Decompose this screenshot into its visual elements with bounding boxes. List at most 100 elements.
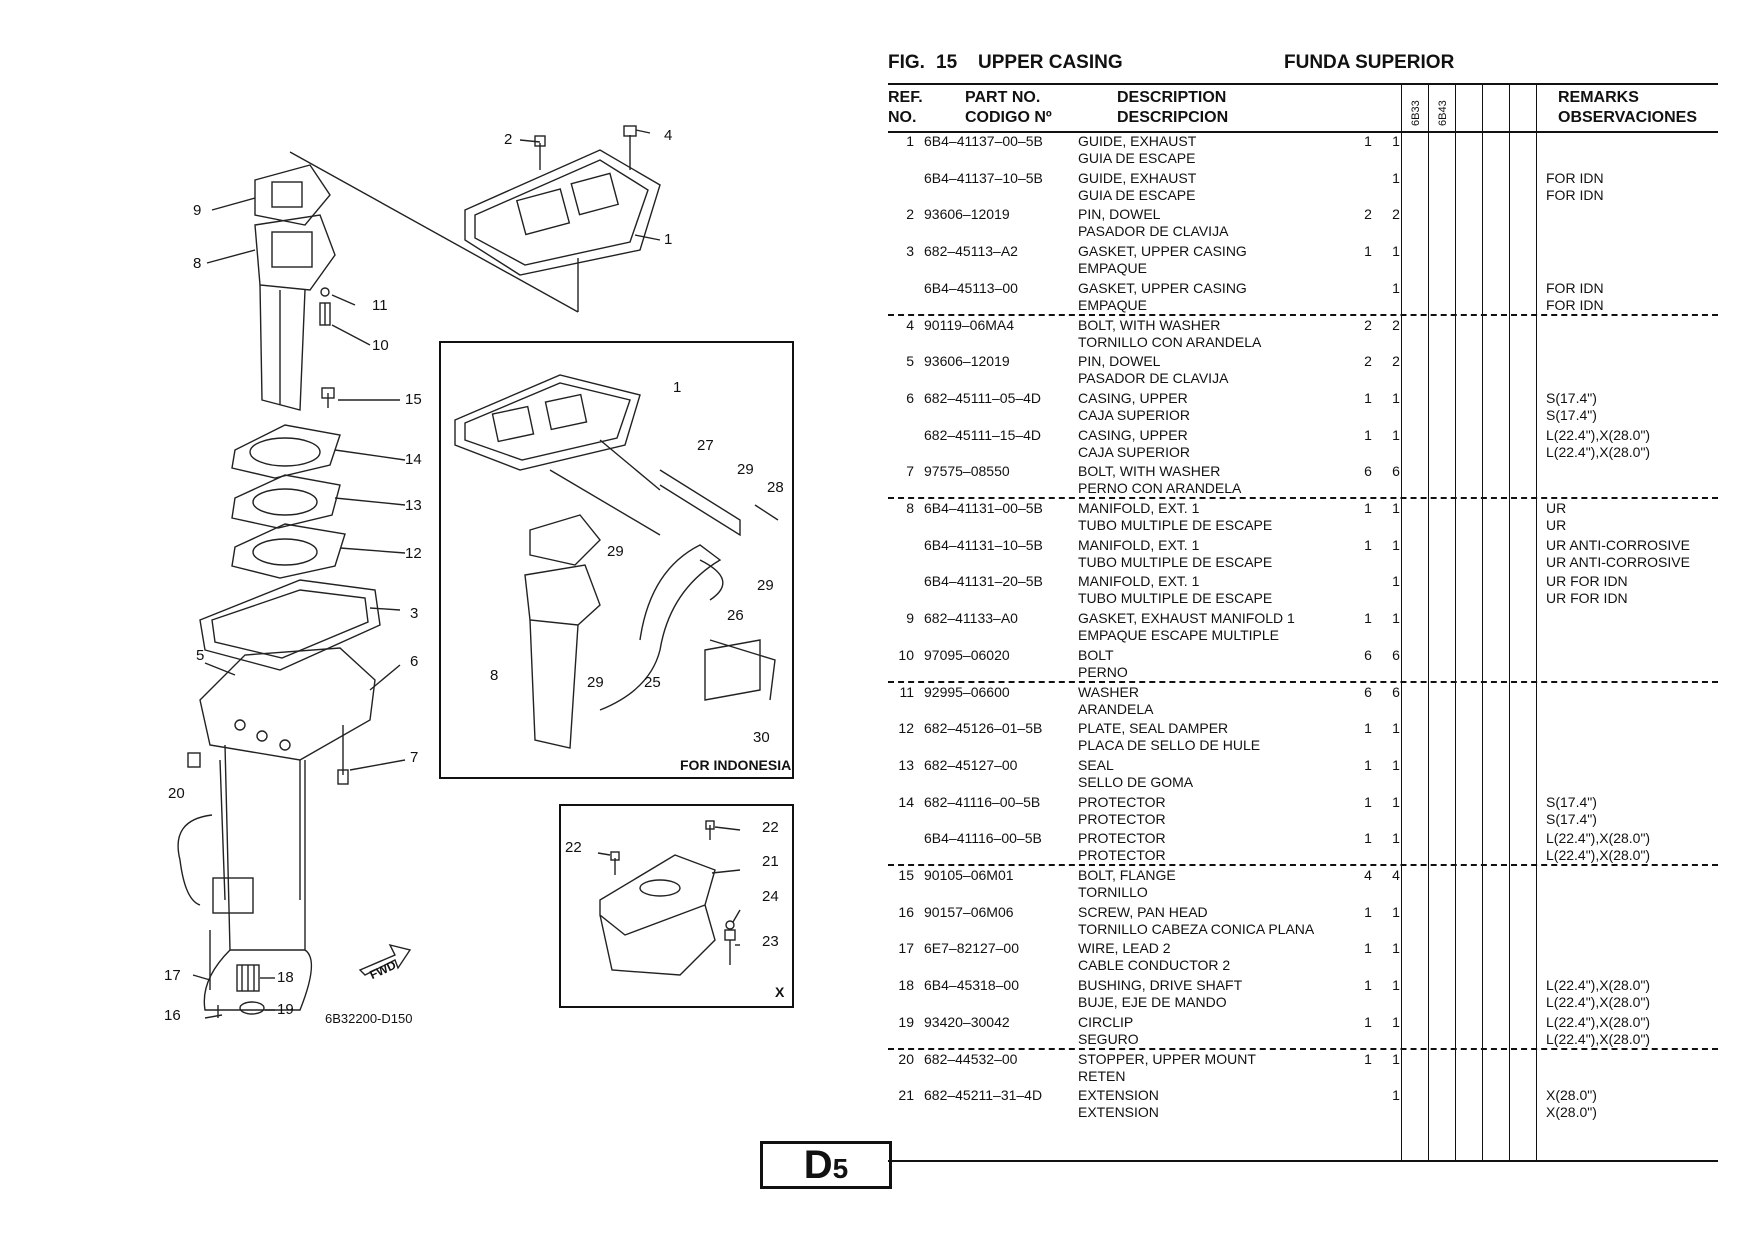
inset-callout-21: 21 xyxy=(762,853,779,870)
part-number-cell-line1: 682–45211–31–4D xyxy=(924,1087,1043,1104)
remarks-cell: S(17.4")S(17.4") xyxy=(1546,390,1716,424)
description-cell-line2: PERNO CON ARANDELA xyxy=(1078,480,1242,497)
header-bottom-rule xyxy=(888,131,1718,133)
qty-6b43-cell-line1: 1 xyxy=(1392,720,1400,737)
qty-6b43-cell-line1: 1 xyxy=(1392,903,1400,920)
qty-6b43-cell-line1: 1 xyxy=(1392,133,1400,149)
ref-cell-line1: 5 xyxy=(906,353,914,370)
qty-6b43-cell-line1: 1 xyxy=(1392,169,1400,186)
callout-5: 5 xyxy=(196,647,204,664)
qty-6b33-cell-line1: 2 xyxy=(1364,206,1372,223)
remarks-cell-line1: L(22.4"),X(28.0") xyxy=(1546,1013,1651,1030)
part-number-cell-line1: 682–44532–00 xyxy=(924,1050,1018,1067)
description-cell-line1: BOLT, WITH WASHER xyxy=(1078,316,1221,333)
description-cell-line1: PROTECTOR xyxy=(1078,830,1166,847)
qty-6b33-cell-line1: 1 xyxy=(1364,133,1372,149)
callout-2: 2 xyxy=(504,131,512,148)
description-cell-line1: MANIFOLD, EXT. 1 xyxy=(1078,500,1200,516)
inset-label-for-indonesia: FOR INDONESIA xyxy=(680,757,791,773)
page-letter: D xyxy=(803,1143,833,1187)
qty-6b33-cell: 6 xyxy=(1356,684,1380,701)
part-number-cell: 93606–12019 xyxy=(924,206,1074,223)
remarks-cell-line1: L(22.4"),X(28.0") xyxy=(1546,426,1651,443)
qty-6b33-cell-line1: 1 xyxy=(1364,793,1372,810)
callout-11: 11 xyxy=(372,297,388,314)
description-cell-line1: MANIFOLD, EXT. 1 xyxy=(1078,573,1200,590)
remarks-cell: L(22.4"),X(28.0")L(22.4"),X(28.0") xyxy=(1546,977,1716,1011)
part-number-cell-line1: 90119–06MA4 xyxy=(924,316,1015,333)
part-number-cell: 6B4–41131–20–5B xyxy=(924,573,1074,590)
description-cell-line1: PIN, DOWEL xyxy=(1078,206,1161,223)
description-cell-line1: EXTENSION xyxy=(1078,1087,1159,1104)
part-number-cell: 682–45127–00 xyxy=(924,757,1074,774)
qty-6b33-cell: 1 xyxy=(1356,133,1380,150)
description-cell-line1: GASKET, UPPER CASING xyxy=(1078,279,1247,296)
ref-cell: 4 xyxy=(888,317,914,334)
qty-6b33-cell: 1 xyxy=(1356,500,1380,517)
remarks-cell-line2: X(28.0") xyxy=(1546,1104,1597,1121)
group-separator xyxy=(888,497,1718,499)
qty-6b33-cell-line1: 2 xyxy=(1364,316,1372,333)
ref-cell: 21 xyxy=(888,1087,914,1104)
part-number-cell: 6B4–41137–10–5B xyxy=(924,170,1074,187)
ref-cell: 14 xyxy=(888,794,914,811)
part-number-cell-line1: 682–41116–00–5B xyxy=(924,793,1041,810)
qty-6b43-cell-line1: 1 xyxy=(1392,389,1400,406)
col-part-header: PART NO. CODIGO Nº xyxy=(965,88,1052,128)
qty-6b33-cell: 1 xyxy=(1356,757,1380,774)
qty-6b43-cell: 1 xyxy=(1384,133,1408,150)
part-number-cell: 682–45126–01–5B xyxy=(924,720,1074,737)
qty-6b43-cell: 2 xyxy=(1384,353,1408,370)
ref-cell-line1: 21 xyxy=(898,1087,914,1104)
part-number-cell-line1: 93606–12019 xyxy=(924,206,1010,223)
header-top-rule xyxy=(888,83,1718,85)
part-number-cell: 6B4–45318–00 xyxy=(924,977,1074,994)
qty-6b33-cell-line1: 1 xyxy=(1364,977,1372,994)
description-cell-line1: WIRE, LEAD 2 xyxy=(1078,940,1171,957)
qty-6b33-cell: 6 xyxy=(1356,463,1380,480)
part-number-cell: 682–45113–A2 xyxy=(924,243,1074,260)
part-number-cell-line1: 682–45127–00 xyxy=(924,756,1018,773)
col-remarks-line2: OBSERVACIONES xyxy=(1558,109,1697,126)
description-cell-line1: WASHER xyxy=(1078,683,1139,700)
col-model-6b43: 6B43 xyxy=(1437,100,1449,126)
qty-6b43-cell-line1: 1 xyxy=(1392,977,1400,994)
qty-6b43-cell-line1: 6 xyxy=(1392,683,1400,700)
qty-6b43-cell-line1: 1 xyxy=(1392,1013,1400,1030)
description-cell-line1: GASKET, EXHAUST MANIFOLD 1 xyxy=(1078,610,1295,627)
remarks-cell-line2: FOR IDN xyxy=(1546,186,1604,203)
remarks-cell-line1: FOR IDN xyxy=(1546,279,1604,296)
part-number-cell: 90119–06MA4 xyxy=(924,317,1074,334)
qty-6b33-cell: 1 xyxy=(1356,940,1380,957)
callout-10: 10 xyxy=(372,337,389,354)
ref-cell: 10 xyxy=(888,647,914,664)
remarks-cell-line1: UR xyxy=(1546,500,1567,516)
description-cell-line2: PLACA DE SELLO DE HULE xyxy=(1078,737,1261,754)
fig-title-es: FUNDA SUPERIOR xyxy=(1284,52,1455,73)
description-cell-line2: EMPAQUE ESCAPE MULTIPLE xyxy=(1078,627,1279,644)
exploded-diagram: 1 2 3 4 5 6 7 8 9 10 11 12 13 14 15 16 1… xyxy=(164,125,794,1026)
qty-6b33-cell: 1 xyxy=(1356,1051,1380,1068)
qty-6b43-cell: 1 xyxy=(1384,904,1408,921)
description-cell-line1: SEAL xyxy=(1078,756,1114,773)
description-cell-line1: BOLT, FLANGE xyxy=(1078,867,1176,883)
ref-cell: 2 xyxy=(888,206,914,223)
qty-6b43-cell-line1: 4 xyxy=(1392,867,1400,883)
qty-6b33-cell: 2 xyxy=(1356,206,1380,223)
qty-6b33-cell-line1: 1 xyxy=(1364,830,1372,847)
part-number-cell-line1: 6B4–41137–00–5B xyxy=(924,133,1043,149)
inset-for-indonesia xyxy=(439,341,794,779)
